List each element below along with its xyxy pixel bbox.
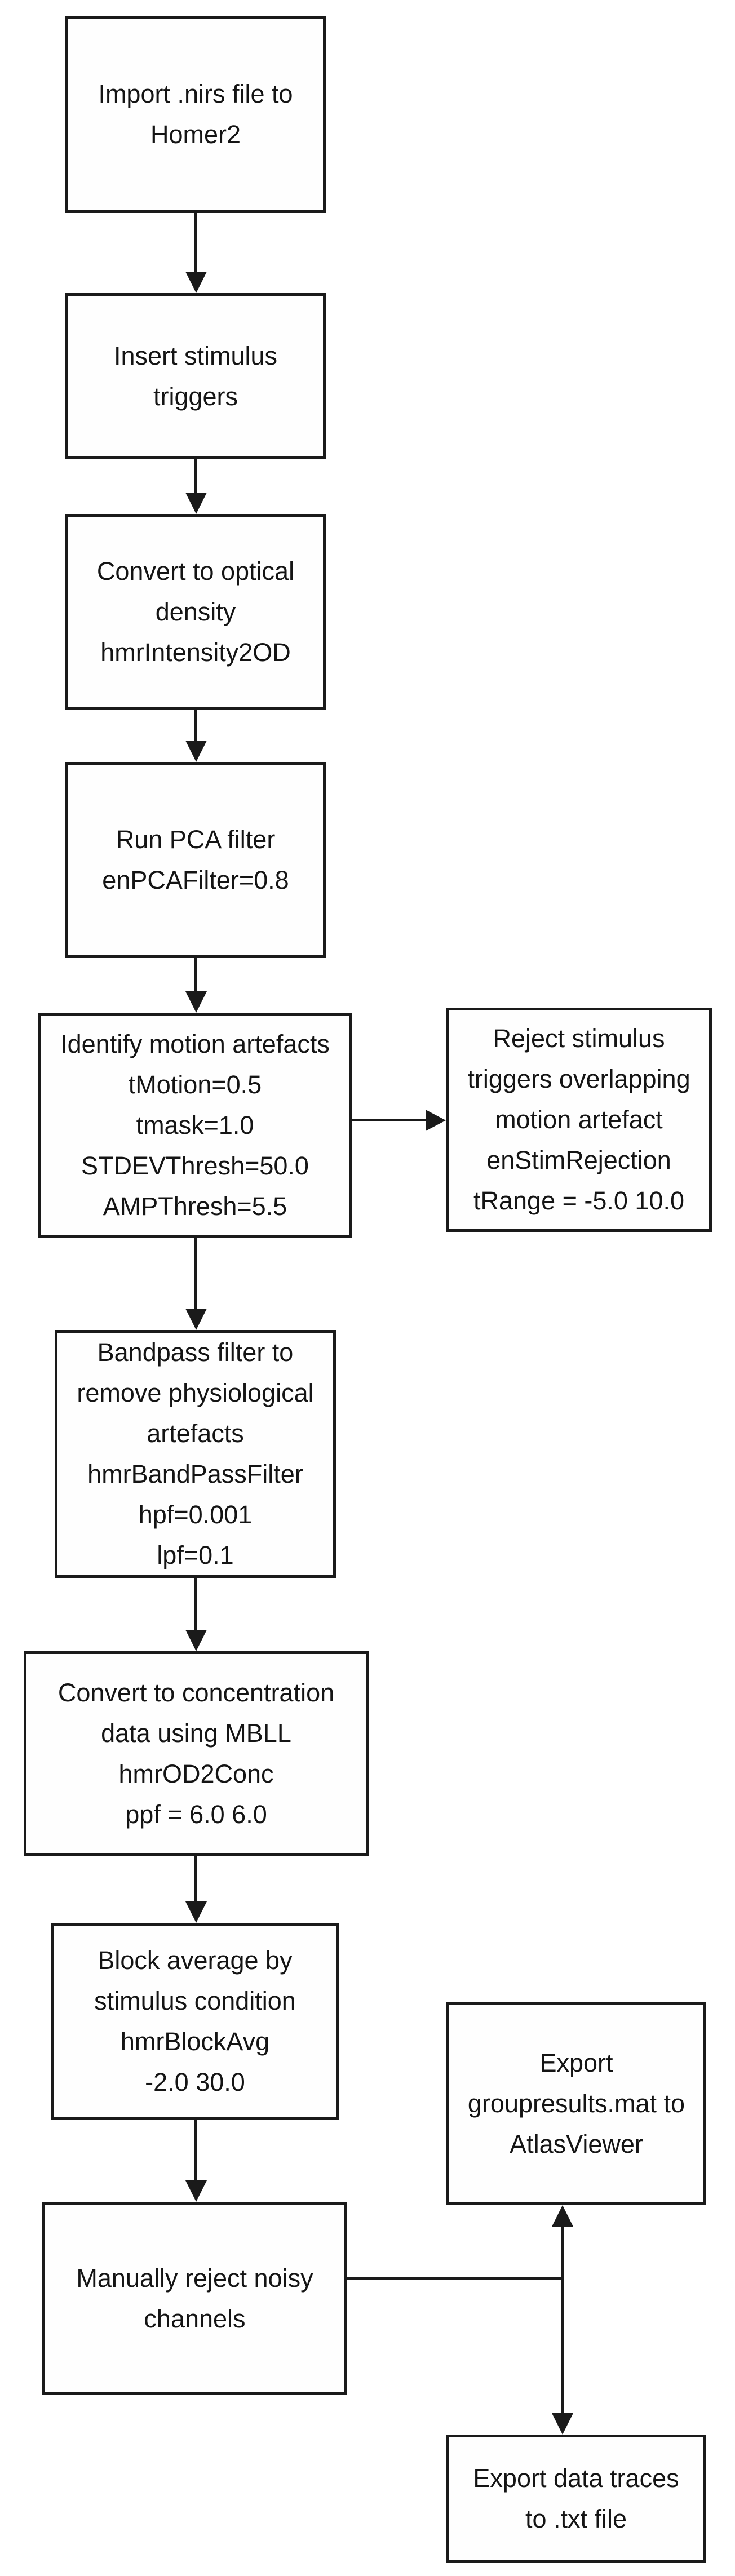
node-text-line: hmrBlockAvg: [120, 2027, 270, 2056]
node-reject-stimulus-triggers-label: Reject stimulus triggers overlapping motio…: [449, 1018, 709, 1221]
node-text-line: channels: [144, 2304, 246, 2333]
node-text-line: artefacts: [147, 1419, 244, 1448]
node-text-line: Insert stimulus: [113, 341, 278, 370]
node-export-atlasviewer-label: Export groupresults.mat to AtlasViewer: [449, 2043, 703, 2165]
node-block-average-label: Block average by stimulus condition hmrBlo…: [54, 1940, 336, 2103]
arrowhead-down-icon: [185, 493, 207, 514]
node-text-line: density: [155, 597, 236, 626]
connector-export-vertical: [561, 2227, 564, 2413]
node-convert-concentration-mbll: Convert to concentration data using MBLL h…: [24, 1651, 369, 1856]
arrowhead-up-icon: [552, 2205, 573, 2227]
arrowhead-down-icon: [552, 2413, 573, 2435]
node-text-line: Bandpass filter to: [97, 1338, 294, 1367]
connector-identify-motion-to-bandpass: [194, 1238, 197, 1309]
node-export-txt-file: Export data traces to .txt file: [446, 2435, 706, 2563]
node-block-average: Block average by stimulus condition hmrBlo…: [51, 1923, 339, 2120]
node-text-line: hpf=0.001: [138, 1500, 253, 1529]
connector-block-avg-to-manual-reject: [194, 2120, 197, 2180]
node-convert-optical-density: Convert to optical density hmrIntensity2OD: [65, 514, 326, 710]
node-manually-reject-channels-label: Manually reject noisy channels: [45, 2258, 344, 2339]
connector-concentration-to-block-avg: [194, 1856, 197, 1901]
connector-insert-to-convert-od: [194, 459, 197, 493]
node-text-line: enStimRejection: [486, 1146, 671, 1174]
node-text-line: lpf=0.1: [157, 1541, 234, 1569]
node-text-line: Homer2: [150, 120, 241, 149]
node-text-line: hmrBandPassFilter: [87, 1460, 303, 1488]
node-text-line: hmrIntensity2OD: [100, 638, 291, 667]
node-text-line: -2.0 30.0: [145, 2068, 245, 2096]
arrowhead-down-icon: [185, 741, 207, 762]
node-text-line: Run PCA filter: [116, 825, 276, 854]
node-text-line: Reject stimulus: [493, 1024, 665, 1053]
node-run-pca-filter-label: Run PCA filter enPCAFilter=0.8: [68, 819, 323, 901]
node-text-line: Manually reject noisy: [76, 2263, 313, 2293]
node-import-nirs-label: Import .nirs file to Homer2: [68, 74, 323, 155]
arrowhead-down-icon: [185, 2180, 207, 2202]
node-insert-stimulus-triggers-label: Insert stimulus triggers: [68, 336, 323, 417]
connector-convert-od-to-pca: [194, 710, 197, 741]
connector-import-to-insert: [194, 212, 197, 272]
node-manually-reject-channels: Manually reject noisy channels: [42, 2202, 347, 2395]
node-identify-motion-artefacts: Identify motion artefacts tMotion=0.5 tmas…: [38, 1013, 352, 1238]
node-reject-stimulus-triggers: Reject stimulus triggers overlapping motio…: [446, 1008, 712, 1232]
connector-manual-reject-to-export-junction: [347, 2277, 564, 2280]
node-text-line: tRange = -5.0 10.0: [473, 1186, 685, 1215]
arrowhead-right-icon: [426, 1110, 446, 1131]
arrowhead-down-icon: [185, 991, 207, 1013]
connector-bandpass-to-concentration: [194, 1578, 197, 1630]
node-text-line: data using MBLL: [101, 1718, 291, 1748]
node-text-line: ppf = 6.0 6.0: [125, 1799, 267, 1829]
node-text-line: triggers overlapping: [467, 1065, 690, 1093]
node-text-line: groupresults.mat to: [467, 2089, 685, 2118]
node-text-line: AMPThresh=5.5: [103, 1192, 287, 1221]
node-export-txt-file-label: Export data traces to .txt file: [449, 2458, 703, 2539]
node-text-line: Convert to concentration: [57, 1678, 335, 1707]
node-bandpass-filter: Bandpass filter to remove physiological ar…: [55, 1330, 336, 1578]
node-text-line: tmask=1.0: [136, 1111, 254, 1140]
arrowhead-down-icon: [185, 1630, 207, 1651]
node-identify-motion-artefacts-label: Identify motion artefacts tMotion=0.5 tmas…: [41, 1024, 349, 1227]
node-text-line: motion artefact: [495, 1105, 663, 1134]
node-text-line: Convert to optical: [96, 557, 295, 586]
node-run-pca-filter: Run PCA filter enPCAFilter=0.8: [65, 762, 326, 958]
node-text-line: tMotion=0.5: [128, 1070, 262, 1099]
node-import-nirs: Import .nirs file to Homer2: [65, 16, 326, 213]
node-insert-stimulus-triggers: Insert stimulus triggers: [65, 293, 326, 459]
node-convert-concentration-mbll-label: Convert to concentration data using MBLL h…: [26, 1673, 366, 1835]
node-text-line: remove physiological: [77, 1378, 314, 1407]
node-text-line: Block average by: [98, 1946, 293, 1975]
node-bandpass-filter-label: Bandpass filter to remove physiological ar…: [57, 1332, 333, 1576]
node-text-line: stimulus condition: [94, 1987, 296, 2015]
connector-identify-motion-to-reject-stimulus: [352, 1119, 426, 1121]
node-text-line: AtlasViewer: [510, 2130, 643, 2158]
node-text-line: Export: [539, 2049, 613, 2077]
arrowhead-down-icon: [185, 1309, 207, 1330]
connector-pca-to-identify-motion: [194, 958, 197, 991]
arrowhead-down-icon: [185, 1901, 207, 1923]
node-text-line: to .txt file: [525, 2504, 627, 2533]
node-text-line: Export data traces: [473, 2464, 679, 2493]
node-export-atlasviewer: Export groupresults.mat to AtlasViewer: [446, 2002, 706, 2205]
node-text-line: triggers: [153, 382, 238, 411]
node-text-line: STDEVThresh=50.0: [81, 1151, 309, 1180]
node-convert-optical-density-label: Convert to optical density hmrIntensity2OD: [68, 551, 323, 673]
node-text-line: Import .nirs file to: [98, 79, 293, 108]
arrowhead-down-icon: [185, 272, 207, 293]
node-text-line: enPCAFilter=0.8: [102, 866, 289, 894]
node-text-line: hmrOD2Conc: [118, 1759, 274, 1788]
node-text-line: Identify motion artefacts: [60, 1030, 330, 1058]
